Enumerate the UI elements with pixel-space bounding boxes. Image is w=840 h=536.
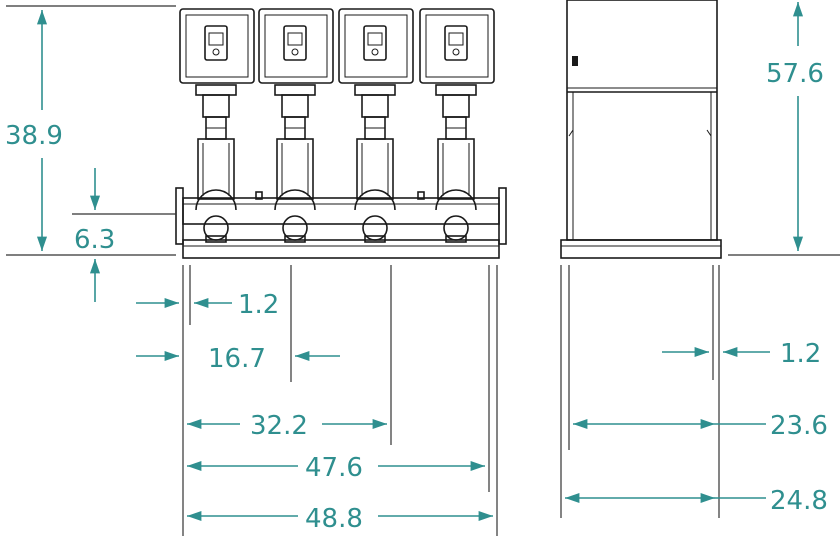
dim-label-length-inner: 47.6 [305,453,363,483]
cabinet-body [566,0,718,241]
extension-lines [6,5,840,536]
base-skid [182,239,500,259]
dim-label-pump-spacing-2: 32.2 [250,411,308,441]
dimension-lines [36,1,804,522]
dim-label-cabinet-width-inner: 23.6 [770,411,828,441]
cabinet-base [560,239,722,259]
pump-unit-2 [258,8,334,243]
door-lock [572,56,578,66]
pump-unit-3 [338,8,414,243]
dim-label-flange-offset: 1.2 [238,290,279,320]
dim-label-base-height: 6.3 [74,225,115,255]
right-flange [498,187,507,245]
dim-label-cabinet-offset: 1.2 [780,339,821,369]
front-view-pump-set [175,8,507,259]
pump-unit-4 [419,8,495,243]
dim-label-pump-spacing-1: 16.7 [208,344,266,374]
side-view-cabinet [560,0,722,259]
dim-label-cabinet-height: 57.6 [766,59,824,89]
dimension-labels: 38.9 6.3 1.2 16.7 32.2 47.6 48.8 57.6 1.… [5,59,828,534]
dim-label-length-total: 48.8 [305,504,363,534]
left-flange [175,187,184,245]
dim-label-cabinet-width-total: 24.8 [770,486,828,516]
dim-label-height-total: 38.9 [5,121,63,151]
pump-unit-1 [179,8,255,243]
manifold-pipe [182,197,500,225]
